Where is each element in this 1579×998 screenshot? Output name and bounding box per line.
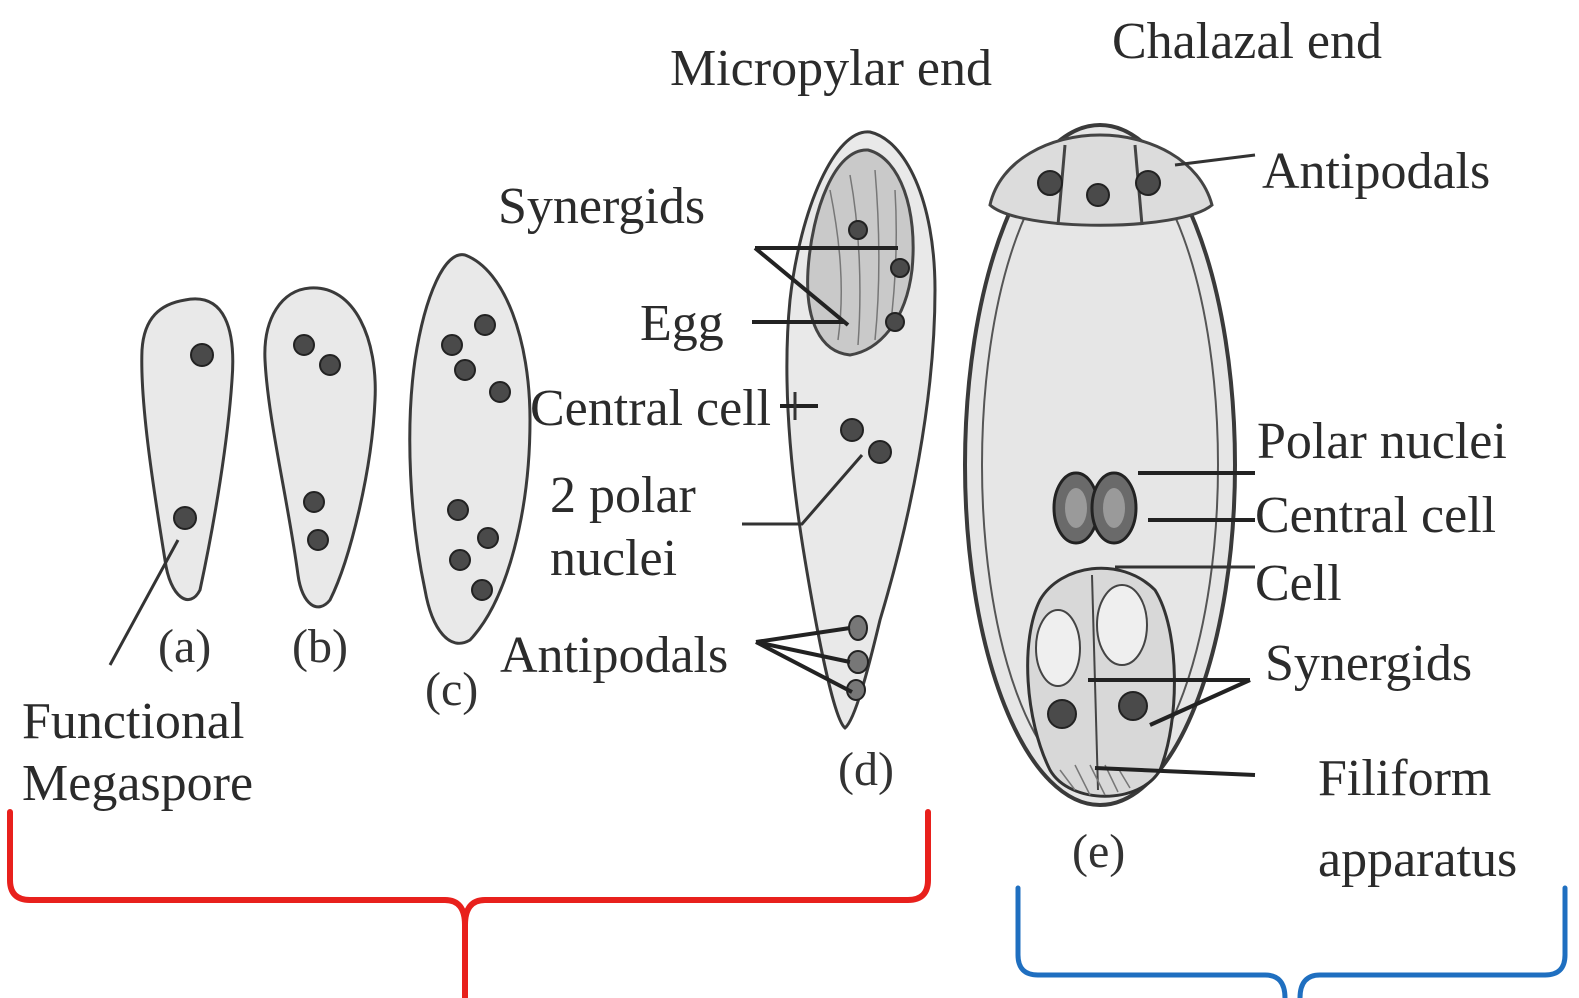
nucleus [319,354,341,376]
stage-d-cell [785,130,937,730]
stage-c-cell [408,253,532,645]
nucleus [307,529,329,551]
label-stage-e: (e) [1072,825,1125,878]
nucleus [293,334,315,356]
stage-b-cell [263,286,377,609]
antipodal-nucleus [1086,183,1110,207]
nucleus [477,527,499,549]
nucleus [489,381,511,403]
label-synergids-d: Synergids [498,178,705,235]
labels: Micropylar end Chalazal end Antipodals S… [22,13,1517,888]
label-stage-c: (c) [425,663,478,716]
nucleus [471,579,493,601]
synergid-nucleus [1047,699,1077,729]
polar-nucleus [868,440,892,464]
synergid-nucleus [1118,691,1148,721]
nucleus [173,506,197,530]
label-stage-d: (d) [838,743,894,796]
nucleus [890,258,910,278]
label-cell: Cell [1255,555,1342,612]
stage-e-cell [963,123,1237,807]
nucleus [190,343,214,367]
right-bracket [1015,885,1568,998]
antipodal-nucleus [1135,170,1161,196]
label-antipodals-d: Antipodals [500,627,728,684]
label-micropylar-end: Micropylar end [670,40,992,97]
nucleus [474,314,496,336]
leader-lines [108,153,1256,777]
label-egg: Egg [640,295,724,352]
stage-a-cell [140,297,235,602]
label-chalazal-end: Chalazal end [1112,13,1382,70]
nucleus [885,312,905,332]
nucleus [449,549,471,571]
label-stage-a: (a) [158,620,211,673]
label-central-cell-d: Central cell [530,380,771,437]
left-bracket [7,809,931,998]
label-stage-b: (b) [292,620,348,673]
label-central-cell-e: Central cell [1255,487,1496,544]
label-nuclei: nuclei [550,530,677,587]
label-polar-nuclei: Polar nuclei [1257,413,1507,470]
antipodal-nucleus [1037,170,1063,196]
nucleus [848,220,868,240]
nucleus [454,359,476,381]
nucleus [441,334,463,356]
label-filiform: Filiform [1318,750,1491,807]
label-apparatus: apparatus [1318,831,1517,888]
label-megaspore: Megaspore [22,755,253,812]
polar-nucleus [840,418,864,442]
nucleus [447,499,469,521]
label-synergids-e: Synergids [1265,635,1472,692]
label-functional: Functional [22,693,244,750]
nucleus [303,491,325,513]
label-two-polar: 2 polar [550,467,696,524]
label-antipodals-e: Antipodals [1262,143,1490,200]
